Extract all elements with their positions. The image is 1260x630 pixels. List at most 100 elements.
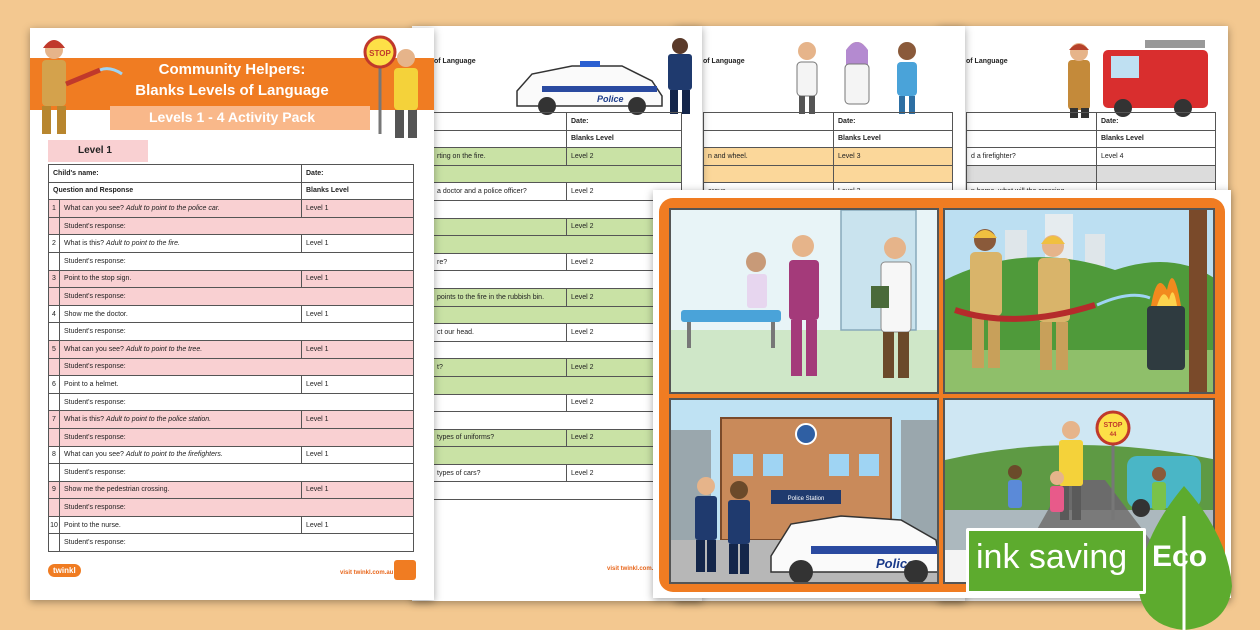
- date-label: Date:: [301, 164, 414, 183]
- eco-leaf-icon: [1138, 486, 1232, 630]
- ink-saving-label-box: [966, 528, 1146, 594]
- question-main: What can you see?: [64, 345, 124, 353]
- response-row: [432, 481, 682, 501]
- response-row: [432, 375, 682, 395]
- response-row: [432, 305, 682, 325]
- eco-badge-label: Eco: [1152, 540, 1208, 573]
- student-response-label: Student's response:: [59, 427, 414, 447]
- worksheet-level-1: STOP Community Helpers: Blanks Levels of…: [30, 28, 434, 600]
- police-car-text: Police: [597, 94, 624, 104]
- question-number: 10: [48, 515, 60, 535]
- question-row: types of uniforms?Level 2: [432, 428, 682, 448]
- student-response-label: Student's response:: [59, 216, 414, 236]
- response-row: Student's response:: [48, 427, 414, 447]
- police-station-sign: Police Station: [788, 496, 825, 502]
- worksheet-level-2: of Language Police Date: Blanks Level rt…: [412, 26, 702, 601]
- response-row: [432, 411, 682, 430]
- question-number: 7: [48, 410, 60, 429]
- police-car-text: Police: [876, 556, 914, 571]
- blanks-level-header: Blanks Level: [566, 129, 682, 149]
- question-row: types of cars?Level 2: [432, 463, 682, 483]
- response-row: Student's response:: [48, 287, 414, 306]
- question-main: What is this?: [64, 416, 105, 424]
- question-main: Point to a helmet.: [64, 380, 119, 388]
- blanks-level-header: Blanks Level: [1096, 129, 1216, 149]
- question-text: What can you see? Adult to point to the …: [59, 199, 302, 218]
- stop-sign-number: 44: [1110, 432, 1117, 438]
- adult-instruction: Adult to point to the police car.: [125, 204, 220, 212]
- question-text: What can you see? Adult to point to the …: [59, 339, 302, 359]
- header-fragment: of Language: [434, 58, 476, 65]
- question-fragment: types of uniforms?: [432, 428, 567, 448]
- question-main: What can you see?: [64, 204, 124, 212]
- question-fragment: a doctor and a police officer?: [432, 182, 567, 201]
- question-row: Level 2: [432, 393, 682, 413]
- level-cell: Level 1: [301, 339, 414, 359]
- twinkl-logo: twinkl: [48, 564, 81, 577]
- response-row: Student's response:: [48, 498, 414, 517]
- student-response-label: Student's response:: [59, 533, 414, 553]
- student-response-label: Student's response:: [59, 463, 414, 482]
- level-cell: Level 3: [833, 147, 953, 166]
- level-cell: Level 4: [1096, 147, 1216, 166]
- adult-instruction: Adult to point to the fire.: [106, 240, 180, 248]
- title-line-2: Blanks Levels of Language: [135, 82, 329, 99]
- hospital-illustration: [671, 210, 937, 392]
- question-fragment: re?: [432, 252, 567, 272]
- level-cell: Level 1: [301, 234, 414, 253]
- title-banner: STOP: [30, 35, 434, 138]
- firefighter-scene: [943, 208, 1215, 394]
- response-row: [432, 270, 682, 289]
- footer-url: visit twinkl.com.au: [340, 570, 394, 576]
- question-main: Point to the stop sign.: [64, 275, 132, 283]
- firefighter-illustration: [945, 210, 1213, 392]
- level-cell: Level 1: [301, 410, 414, 429]
- question-text: What is this? Adult to point to the fire…: [59, 234, 302, 253]
- question-row: 9 Show me the pedestrian crossing. Level 1: [48, 480, 414, 500]
- date-label: Date:: [1096, 112, 1216, 131]
- student-response-label: Student's response:: [59, 392, 414, 412]
- level-cell: Level 1: [301, 480, 414, 500]
- response-row: [432, 235, 682, 254]
- childs-name-label: Child's name:: [48, 164, 302, 183]
- student-response-label: Student's response:: [59, 287, 414, 306]
- question-number: 2: [48, 234, 60, 253]
- question-fragment: rting on the fire.: [432, 147, 567, 166]
- adult-instruction: Adult to point to the tree.: [125, 345, 203, 353]
- student-response-label: Student's response:: [59, 322, 414, 341]
- question-fragment: [432, 217, 567, 237]
- question-row: a doctor and a police officer?Level 2: [432, 182, 682, 201]
- question-main: Show me the doctor.: [64, 310, 128, 318]
- header-fragment: of Language: [703, 58, 745, 65]
- question-fragment: types of cars?: [432, 463, 567, 483]
- question-row: t?Level 2: [432, 358, 682, 377]
- worksheet-table: Date: Blanks Level rting on the fire.Lev…: [432, 112, 682, 501]
- partner-badge: [394, 560, 416, 580]
- adult-instruction: Adult to point to the police station.: [106, 416, 212, 424]
- footer-url: visit twinkl.com.au: [607, 566, 661, 572]
- stop-sign-text: STOP: [369, 49, 391, 58]
- question-fragment: d a firefighter?: [966, 147, 1097, 166]
- level-cell: Level 1: [301, 304, 414, 324]
- question-number: 4: [48, 304, 60, 324]
- response-row: Student's response:: [48, 463, 414, 482]
- police-station-illustration: Police Station Police: [671, 400, 937, 582]
- question-text: Point to a helmet.: [59, 375, 302, 394]
- ink-saving-label: ink saving: [976, 538, 1128, 576]
- question-text: What can you see? Adult to point to the …: [59, 445, 302, 465]
- date-label: Date:: [833, 112, 953, 131]
- worksheet-table: Child's name: Date: Question and Respons…: [48, 164, 414, 553]
- police-station-scene: Police Station Police: [669, 398, 939, 584]
- question-number: 9: [48, 480, 60, 500]
- subtitle: Levels 1 - 4 Activity Pack: [148, 109, 316, 125]
- level-cell: Level 1: [301, 375, 414, 394]
- blanks-level-header: Blanks Level: [833, 129, 953, 149]
- question-fragment: n and wheel.: [703, 147, 834, 166]
- doctors-illustration: [796, 42, 917, 114]
- question-number: 6: [48, 375, 60, 394]
- question-main: Show me the pedestrian crossing.: [64, 486, 170, 494]
